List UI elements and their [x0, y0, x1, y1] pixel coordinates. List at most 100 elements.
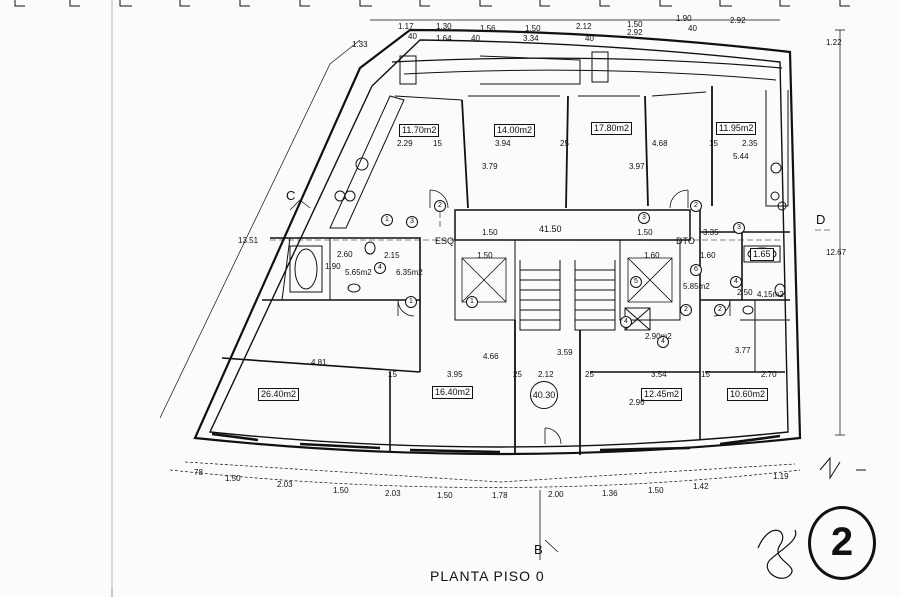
- door-number: 1: [381, 214, 393, 226]
- dimension: 1.42: [693, 482, 709, 491]
- dimension: 2.35: [742, 139, 758, 148]
- door-number: 2: [680, 304, 692, 316]
- dimension: 1.78: [492, 491, 508, 500]
- dimension: 1.50: [225, 474, 241, 483]
- door-number: 5: [630, 276, 642, 288]
- dimension: 2.96: [629, 398, 645, 407]
- dimension: 1.50: [525, 24, 541, 33]
- room-area-label: 6.35m2: [396, 268, 423, 277]
- door-number: 6: [690, 264, 702, 276]
- room-tag-esq: ESQ: [435, 236, 455, 246]
- sheet-number: 2: [808, 506, 876, 580]
- dimension: 25: [560, 139, 569, 148]
- dimension: 2.03: [385, 489, 401, 498]
- door-number: 3: [406, 216, 418, 228]
- dimension: 13.51: [238, 236, 259, 245]
- dimension: 1.30: [436, 22, 452, 31]
- dimension: 1.36: [602, 489, 618, 498]
- room-area-label: 10.60m2: [727, 388, 769, 401]
- dimension: 1.60: [644, 251, 660, 260]
- dimension: 2.70: [761, 370, 777, 379]
- dimension: 3.95: [447, 370, 463, 379]
- dimension: 15: [709, 139, 718, 148]
- room-area-label: 17.80m2: [591, 122, 633, 135]
- dimension: 1.50: [648, 486, 664, 495]
- dimension: 3.35: [703, 228, 719, 237]
- door-number: 4: [730, 276, 742, 288]
- room-area-label: 26.40m2: [258, 388, 300, 401]
- room-area-label: 4.15m2: [757, 290, 784, 299]
- dimension: 1.64: [436, 34, 452, 43]
- dimension: 1.60: [700, 251, 716, 260]
- dimension: 3.54: [651, 370, 667, 379]
- dimension: 12.67: [826, 248, 847, 257]
- dimension: 2.15: [384, 251, 400, 260]
- room-area-label: 2.60: [337, 250, 353, 259]
- room-area-label: 1.65: [750, 248, 774, 261]
- door-number: 2: [434, 200, 446, 212]
- room-tag-dto: DTO: [676, 236, 695, 246]
- dimension: 2.92: [730, 16, 746, 25]
- dimension: 4.68: [652, 139, 668, 148]
- dimension: 1.90: [325, 262, 341, 271]
- dimension: 15: [433, 139, 442, 148]
- dimension: 40: [585, 34, 594, 43]
- dimension: 2.12: [576, 22, 592, 31]
- door-number: 4: [374, 262, 386, 274]
- door-number: 3: [733, 222, 745, 234]
- section-marker-c: C: [286, 188, 296, 203]
- dimension: 1.50: [437, 491, 453, 500]
- dimension: 1.50: [482, 228, 498, 237]
- dimension: 1.17: [398, 22, 414, 31]
- dimension: 1.50: [627, 20, 643, 29]
- dimension: 1.50: [333, 486, 349, 495]
- dimension: 2.03: [277, 480, 293, 489]
- dimension: 1.56: [480, 24, 496, 33]
- dimension: 15: [388, 370, 397, 379]
- dimension: 1.90: [676, 14, 692, 23]
- dimension: 3.59: [557, 348, 573, 357]
- door-number: 1: [466, 296, 478, 308]
- room-area-label: 16.40m2: [432, 386, 474, 399]
- dimension: 2.50: [737, 288, 753, 297]
- door-number: 4: [657, 336, 669, 348]
- door-number: 2: [714, 304, 726, 316]
- room-area-label: 5.85m2: [683, 282, 710, 291]
- dimension: 78: [194, 468, 203, 477]
- dimension: 2.12: [538, 370, 554, 379]
- door-number: 4: [620, 316, 632, 328]
- dimension: 2.00: [548, 490, 564, 499]
- dimension: 40: [408, 32, 417, 41]
- door-number: 1: [405, 296, 417, 308]
- dimension: 40: [688, 24, 697, 33]
- dimension: 3.34: [523, 34, 539, 43]
- room-area-label: 11.95m2: [716, 122, 757, 135]
- door-number: 2: [690, 200, 702, 212]
- room-area-label: 11.70m2: [399, 124, 440, 137]
- dimension: 3.94: [495, 139, 511, 148]
- room-area-label: 12.45m2: [641, 388, 683, 401]
- dimension: 2.29: [397, 139, 413, 148]
- dimension: 1.33: [352, 40, 368, 49]
- dimension: 4.81: [311, 358, 327, 367]
- dimension: 15: [701, 370, 710, 379]
- dimension: 3.77: [735, 346, 751, 355]
- dimension: 1.50: [637, 228, 653, 237]
- room-area-label: 5.65m2: [345, 268, 372, 277]
- dimension: 25: [513, 370, 522, 379]
- dimension: 5.44: [733, 152, 749, 161]
- dimension: 4.66: [483, 352, 499, 361]
- dimension: 1.50: [477, 251, 493, 260]
- room-area-label: 14.00m2: [494, 124, 536, 137]
- entry-area-label: 40.30: [530, 381, 558, 409]
- door-number: 3: [638, 212, 650, 224]
- dimension: 1.19: [773, 472, 789, 481]
- dimension: 1.22: [826, 38, 842, 47]
- dimension: 2.92: [627, 28, 643, 37]
- dimension: 3.79: [482, 162, 498, 171]
- dimension: 40: [471, 34, 480, 43]
- section-marker-d: D: [816, 212, 826, 227]
- dimension: 3.97: [629, 162, 645, 171]
- section-marker-b: B: [534, 542, 543, 557]
